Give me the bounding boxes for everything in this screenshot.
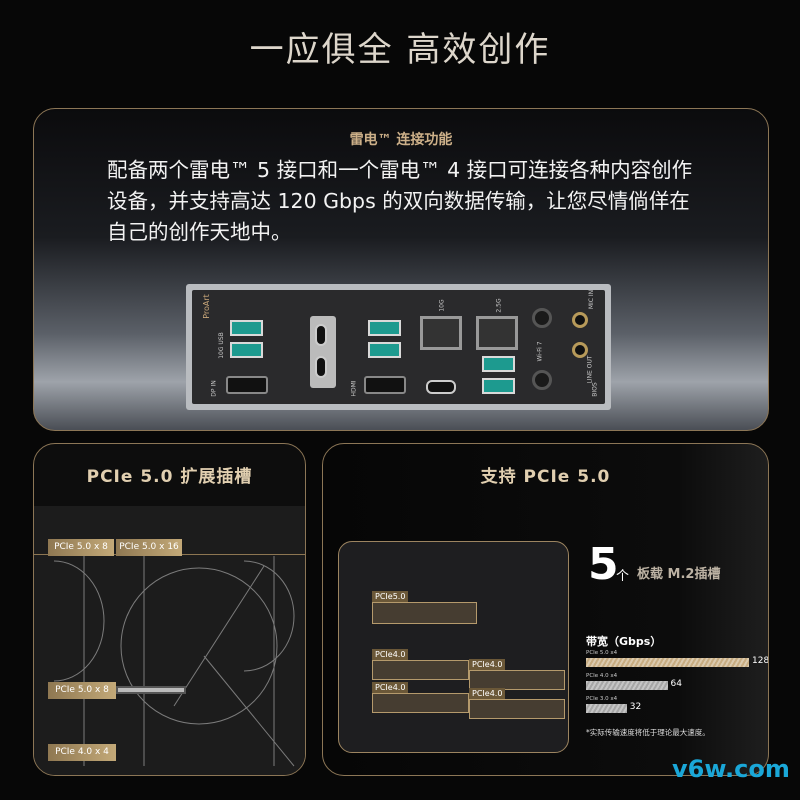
- slot-label: PCIe 5.0 x 16: [116, 539, 182, 556]
- thunderbolt-panel: 雷电™ 连接功能 配备两个雷电™ 5 接口和一个雷电™ 4 接口可连接各种内容创…: [33, 108, 769, 431]
- page-title: 一应俱全 高效创作: [249, 30, 551, 70]
- bandwidth-bar: [586, 658, 749, 667]
- pcie-slot: [116, 686, 186, 694]
- expansion-slots-panel: PCIe 5.0 扩展插槽 PCIe 5.0 x 8 PCIe 5.0 x 16…: [33, 443, 306, 776]
- m2-panel: 支持 PCIe 5.0 PCIe5.0 PCIe4.0 PCIe4.0 PCIe…: [322, 443, 769, 776]
- lan-label: 10G: [438, 299, 446, 312]
- m2-count-label: 板载 M.2插槽: [637, 567, 721, 582]
- usb-port: [482, 378, 515, 394]
- decorative-lines: [53, 556, 295, 767]
- rear-io-panel-image: ProArt 10G USB DP IN HDMI 10G 2.5G Wi-Fi: [186, 284, 611, 410]
- m2-count: 5: [588, 539, 619, 590]
- thunderbolt-description: 配备两个雷电™ 5 接口和一个雷电™ 4 接口可连接各种内容创作设备，并支持高达…: [107, 158, 693, 244]
- bandwidth-bar: [586, 704, 627, 713]
- wifi-label: Wi-Fi 7: [536, 341, 544, 362]
- hdmi-label: HDMI: [350, 380, 358, 397]
- mic-in-jack: [572, 312, 588, 328]
- m2-tag: PCIe5.0: [372, 591, 409, 602]
- line-out-jack: [572, 342, 588, 358]
- usb-port: [368, 320, 401, 336]
- bar-label: PCIe 5.0 x4: [586, 650, 618, 656]
- bar-label: PCIe 4.0 x4: [586, 673, 618, 679]
- wifi-antenna-connector: [532, 308, 552, 328]
- bios-label: BIOS: [591, 382, 599, 397]
- line-label: LINE OUT: [586, 355, 594, 384]
- slot-label: PCIe 4.0 x 4: [48, 744, 116, 761]
- proart-logo: ProArt: [201, 294, 211, 319]
- m2-tag: PCIe4.0: [372, 682, 409, 693]
- slot-label: PCIe 5.0 x 8: [48, 539, 114, 556]
- thunderbolt-heading: 雷电™ 连接功能: [349, 132, 453, 148]
- watermark: v6w.com: [672, 755, 790, 783]
- m2-tag: PCIe4.0: [372, 649, 409, 660]
- wifi-antenna-connector: [532, 370, 552, 390]
- m2-tag: PCIe4.0: [469, 688, 506, 699]
- bandwidth-title: 带宽（Gbps）: [586, 635, 662, 648]
- m2-tag: PCIe4.0: [469, 659, 506, 670]
- m2-count-unit: 个: [616, 569, 630, 584]
- thunderbolt5-ports: [310, 316, 336, 388]
- lan-2.5g-port: [476, 316, 518, 350]
- bar-value: 128: [752, 656, 769, 666]
- bar-value: 64: [670, 679, 682, 689]
- hdmi-port: [364, 376, 406, 394]
- expansion-title: PCIe 5.0 扩展插槽: [86, 467, 253, 487]
- slot-label: PCIe 5.0 x 8: [48, 682, 116, 699]
- motherboard-slots-image: PCIe 5.0 x 8 PCIe 5.0 x 16 PCIe 5.0 x 8 …: [34, 506, 305, 775]
- bandwidth-bar: [586, 681, 668, 690]
- lan-10g-port: [420, 316, 462, 350]
- usb-port: [230, 320, 263, 336]
- dp-label: DP IN: [210, 380, 218, 397]
- usb-port: [482, 356, 515, 372]
- motherboard-m2-image: PCIe5.0 PCIe4.0 PCIe4.0 PCIe4.0 PCIe4.0: [338, 541, 569, 753]
- usb-port: [230, 342, 263, 358]
- usb-port: [368, 342, 401, 358]
- footnote: *实际传输速度将低于理论最大速度。: [586, 728, 710, 737]
- mic-label: MIC IN: [588, 289, 596, 310]
- thunderbolt4-port: [426, 380, 456, 394]
- bar-value: 32: [629, 702, 642, 712]
- m2-title: 支持 PCIe 5.0: [480, 467, 611, 487]
- usb-label: 10G USB: [217, 332, 225, 359]
- lan-label: 2.5G: [495, 298, 503, 313]
- displayport: [226, 376, 268, 394]
- bar-label: PCIe 3.0 x4: [586, 696, 618, 702]
